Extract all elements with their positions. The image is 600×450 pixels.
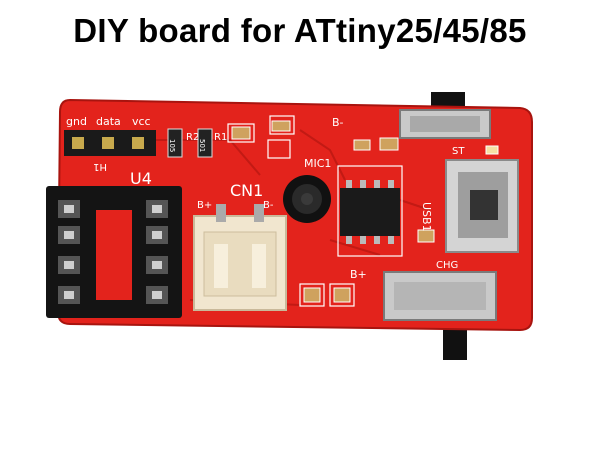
smd-capacitors: [231, 120, 435, 303]
led: [485, 145, 499, 155]
mic-ref: MIC1: [304, 157, 331, 170]
usb-port: [445, 159, 519, 253]
resistor-code-2: 501: [198, 139, 206, 152]
socket-ref: U4: [130, 169, 152, 188]
resistors: [167, 128, 213, 158]
resistor-ref-r1: R1: [214, 132, 227, 143]
usb-ref: USB1: [420, 202, 433, 232]
battery-connector: [193, 204, 287, 311]
resistor-ref-r2: R2: [186, 132, 199, 143]
header-label-vcc: vcc: [132, 115, 151, 128]
header-ref: H1: [93, 161, 107, 172]
microphone: [283, 175, 331, 223]
smd-outline-pads: [227, 115, 355, 307]
resistor-code-1: 105: [168, 139, 176, 152]
top-b-minus: B-: [332, 116, 344, 129]
soic-chip: [337, 165, 403, 257]
photo-title: DIY board for ATtiny25/45/85: [73, 12, 527, 49]
connector-minus-label: B-: [263, 200, 274, 211]
header-label-gnd: gnd: [66, 115, 87, 128]
connector-plus-label: B+: [197, 200, 212, 211]
pin-header: [64, 130, 156, 156]
header-label-data: data: [96, 115, 121, 128]
st-label: ST: [452, 146, 465, 157]
ic-socket: [46, 186, 182, 318]
connector-ref: CN1: [230, 181, 263, 200]
chg-label: CHG: [436, 260, 458, 271]
top-slide-switch: [399, 109, 491, 139]
bottom-b-plus: B+: [350, 268, 367, 281]
bottom-slide-switch: [383, 271, 497, 321]
